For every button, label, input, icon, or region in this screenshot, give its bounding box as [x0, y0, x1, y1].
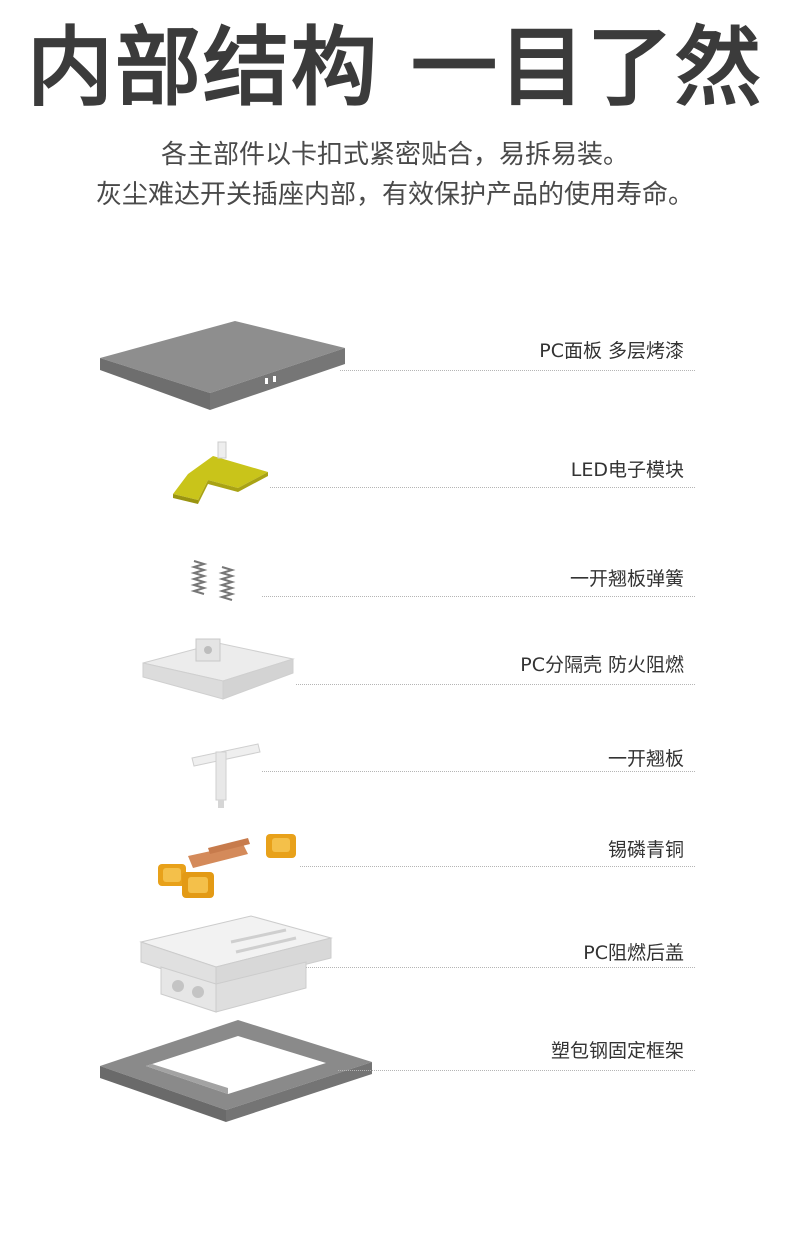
leader-line [340, 370, 695, 371]
component-phosphor-bronze: 锡磷青铜 [0, 822, 790, 906]
leader-line [262, 596, 695, 597]
component-rocker: 一开翘板 [0, 730, 790, 810]
component-pc-panel: PC面板 多层烤漆 [0, 300, 790, 420]
component-label: LED电子模块 [570, 459, 684, 481]
component-label: PC面板 多层烤漆 [539, 340, 684, 362]
subtitle-line-1: 各主部件以卡扣式紧密贴合，易拆易装。 [160, 140, 629, 170]
leader-line [270, 487, 695, 488]
leader-line [296, 684, 695, 685]
pc-panel-illustration [100, 321, 345, 410]
component-label: 塑包钢固定框架 [550, 1040, 684, 1062]
component-led-module: LED电子模块 [0, 428, 790, 528]
back-cover-illustration [139, 915, 333, 1013]
component-rocker-spring: 一开翘板弹簧 [0, 545, 790, 615]
component-steel-frame: 塑包钢固定框架 [0, 1012, 790, 1127]
subtitle-line-2: 灰尘难达开关插座内部，有效保护产品的使用寿命。 [95, 180, 694, 210]
rocker-illustration [191, 743, 261, 808]
component-label: 一开翘板 [607, 748, 684, 770]
component-label: PC阻燃后盖 [583, 942, 684, 964]
component-label: 一开翘板弹簧 [569, 568, 684, 590]
component-pc-back-cover: PC阻燃后盖 [0, 910, 790, 1020]
steel-frame-illustration [100, 1020, 372, 1122]
leader-line [338, 1070, 695, 1071]
component-label: PC分隔壳 防火阻燃 [520, 654, 684, 676]
component-label: 锡磷青铜 [607, 839, 684, 861]
leader-line [306, 967, 695, 968]
page-title: 内部结构 一目了然 [27, 18, 763, 118]
bronze-contacts-illustration [158, 834, 296, 898]
leader-line [262, 771, 695, 772]
leader-line [300, 866, 695, 867]
separator-illustration [142, 638, 295, 700]
led-module-illustration [173, 441, 268, 504]
spring-illustration [190, 560, 236, 601]
component-pc-separator: PC分隔壳 防火阻燃 [0, 628, 790, 718]
